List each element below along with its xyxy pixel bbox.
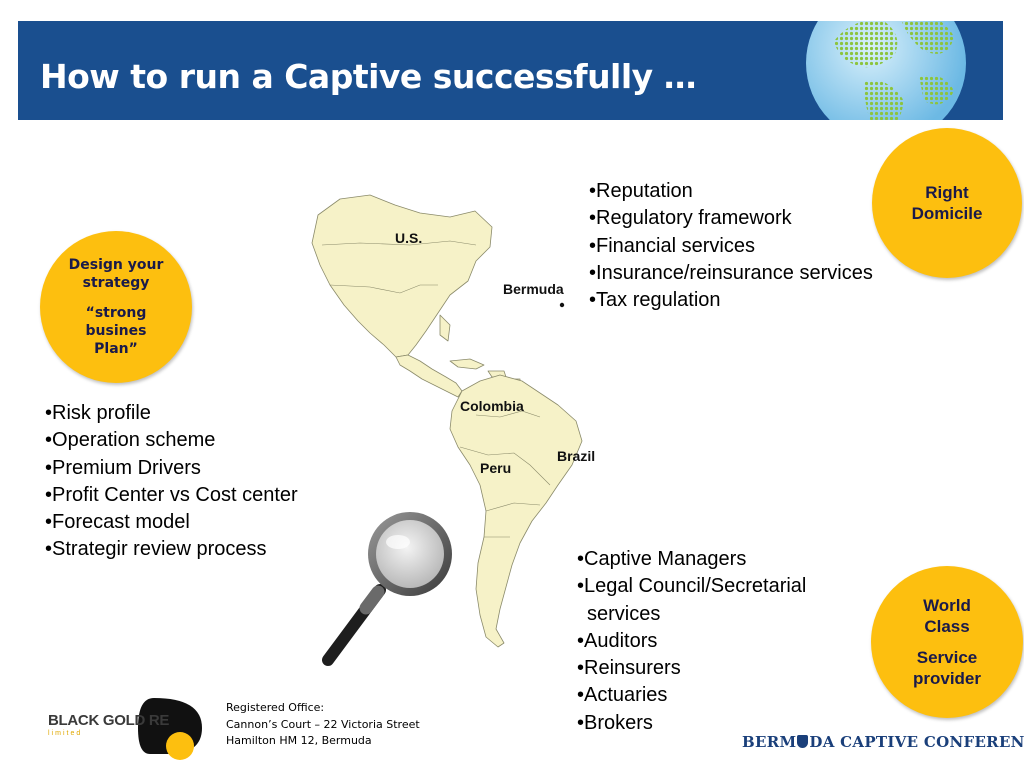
- conference-text-end: DA CAPTIVE CONFERENCE: [809, 733, 1024, 751]
- label-peru: Peru: [480, 460, 512, 476]
- americas-map: [311, 194, 583, 648]
- design-line-2: strategy: [82, 275, 150, 291]
- label-bermuda: Bermuda: [503, 281, 564, 297]
- logo-subtitle: limited: [48, 730, 83, 737]
- world-line-1: World: [923, 596, 971, 615]
- domicile-line-2: Domicile: [911, 204, 983, 223]
- slide-title: How to run a Captive successfully …: [40, 57, 697, 96]
- list-item: Forecast model: [45, 509, 298, 536]
- list-item: Premium Drivers: [45, 455, 298, 482]
- list-item: Tax regulation: [589, 287, 873, 314]
- label-brazil: Brazil: [557, 448, 596, 464]
- list-item: Operation scheme: [45, 427, 298, 454]
- world-class-circle: World Class Service provider: [871, 566, 1023, 718]
- bermuda-captive-conference-logo: BERM DA CAPTIVE CONFERENCE: [742, 733, 1024, 751]
- logo-name: BLACK GOLD RE: [48, 712, 170, 729]
- magnifying-glass-icon: [322, 512, 452, 666]
- world-line-3: Service: [916, 648, 978, 667]
- list-item: Actuaries: [577, 682, 806, 709]
- list-item-continuation: services: [587, 602, 661, 625]
- design-line-5: Plan”: [94, 341, 138, 357]
- list-item: Legal Council/Secretarial: [577, 573, 806, 600]
- design-line-3: “strong: [85, 305, 147, 321]
- office-line-3: Hamilton HM 12, Bermuda: [226, 734, 372, 747]
- list-item: Profit Center vs Cost center: [45, 482, 298, 509]
- design-strategy-circle: Design your strategy “strong busines Pla…: [40, 231, 192, 383]
- list-item: Financial services: [589, 233, 873, 260]
- crest-icon: [797, 735, 809, 748]
- list-item: Auditors: [577, 628, 806, 655]
- list-item: Reinsurers: [577, 655, 806, 682]
- world-line-4: provider: [912, 669, 982, 688]
- design-line-4: busines: [85, 323, 147, 339]
- list-item: Captive Managers: [577, 546, 806, 573]
- header-banner: How to run a Captive successfully …: [18, 21, 1003, 120]
- right-domicile-circle: Right Domicile: [872, 128, 1022, 278]
- list-item: Risk profile: [45, 400, 298, 427]
- black-gold-re-logo: BLACK GOLD RE limited: [48, 698, 202, 760]
- strategy-bullet-list: Risk profile Operation scheme Premium Dr…: [45, 400, 298, 564]
- design-line-1: Design your: [68, 257, 164, 273]
- world-line-2: Class: [924, 617, 970, 636]
- office-line-1: Registered Office:: [226, 701, 325, 714]
- list-item: Strategir review process: [45, 536, 298, 563]
- label-colombia: Colombia: [460, 398, 524, 414]
- list-item: Regulatory framework: [589, 205, 873, 232]
- conference-text-start: BERM: [742, 733, 797, 751]
- list-item: Reputation: [589, 178, 873, 205]
- provider-bullet-list: Captive Managers Legal Council/Secretari…: [577, 546, 806, 737]
- list-item: Insurance/reinsurance services: [589, 260, 873, 287]
- label-us: U.S.: [395, 230, 423, 246]
- office-line-2: Cannon’s Court – 22 Victoria Street: [226, 717, 420, 731]
- logo-mark-icon: [138, 698, 202, 760]
- domicile-bullet-list: Reputation Regulatory framework Financia…: [589, 178, 873, 314]
- globe-icon: [806, 21, 966, 120]
- domicile-line-1: Right: [925, 183, 969, 202]
- list-item: Brokers: [577, 710, 806, 737]
- registered-office: Registered Office: Cannon’s Court – 22 V…: [226, 700, 420, 750]
